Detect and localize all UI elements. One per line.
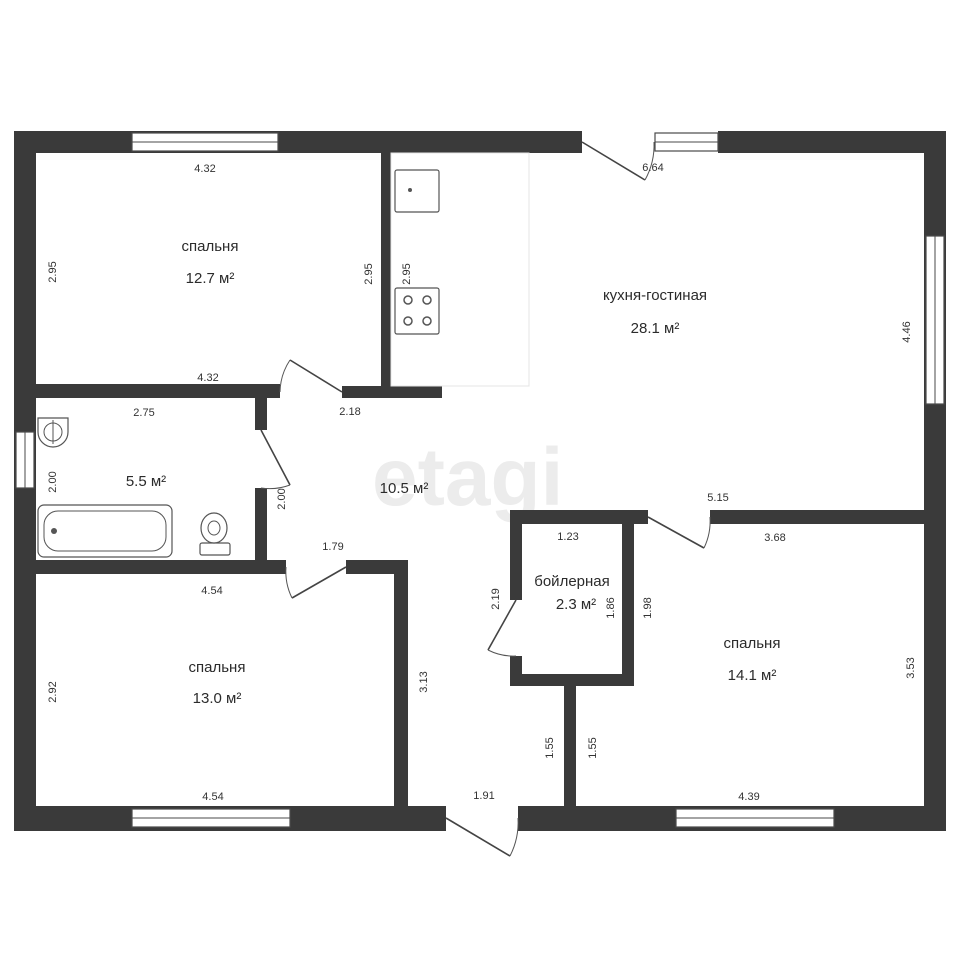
- dim-191: 1.91: [473, 790, 494, 802]
- dim-664: 6.64: [642, 162, 663, 174]
- dim-439: 4.39: [738, 791, 759, 803]
- room-area-bathroom: 5.5 м²: [126, 473, 166, 490]
- dim-155-left: 1.55: [544, 737, 556, 758]
- room-name-bedroom-bottom-left: спальня: [189, 659, 246, 676]
- room-labels: спальня 12.7 м² кухня-гостиная 28.1 м² 5…: [126, 238, 781, 707]
- kitchen-counter: [390, 152, 530, 387]
- room-name-boiler: бойлерная: [534, 573, 610, 590]
- room-area-bedroom-top-left: 12.7 м²: [186, 270, 235, 287]
- door-bathroom: [260, 429, 291, 490]
- window-top-left: [131, 132, 279, 152]
- kitchen-sink-icon: [394, 169, 440, 213]
- dim-123: 1.23: [557, 531, 578, 543]
- window-top-kitchen: [654, 132, 719, 152]
- dim-368: 3.68: [764, 532, 785, 544]
- dim-186: 1.86: [605, 597, 617, 618]
- dim-292: 2.92: [47, 681, 59, 702]
- dim-219: 2.19: [490, 588, 502, 609]
- room-name-kitchen-living: кухня-гостиная: [603, 287, 707, 304]
- dim-446: 4.46: [901, 321, 913, 342]
- stove-icon: [394, 287, 440, 335]
- dim-218: 2.18: [339, 406, 360, 418]
- dim-353: 3.53: [905, 657, 917, 678]
- dim-200-hall: 2.00: [276, 488, 288, 509]
- dim-454-top: 4.54: [201, 585, 222, 597]
- dim-200-bath: 2.00: [47, 471, 59, 492]
- washbasin-icon: [37, 417, 69, 448]
- room-area-kitchen-living: 28.1 м²: [631, 320, 680, 337]
- door-bedroom-top-left: [279, 359, 343, 393]
- window-bottom-right: [675, 808, 835, 828]
- fixtures: [37, 152, 530, 558]
- toilet-icon: [199, 512, 231, 556]
- room-name-bedroom-top-left: спальня: [182, 238, 239, 255]
- room-area-boiler: 2.3 м²: [556, 596, 596, 613]
- dim-515: 5.15: [707, 492, 728, 504]
- door-main-entrance: [445, 817, 519, 857]
- dim-275: 2.75: [133, 407, 154, 419]
- dim-155-right: 1.55: [587, 737, 599, 758]
- bathtub-icon: [37, 504, 173, 558]
- dimension-labels: 4.32 2.95 2.95 2.95 4.32 6.64 4.46 2.75 …: [47, 162, 917, 803]
- dim-295-left: 2.95: [47, 261, 59, 282]
- watermark-text: etagi: [372, 432, 563, 523]
- dim-295-kitchen: 2.95: [401, 263, 413, 284]
- dim-454-bottom: 4.54: [202, 791, 223, 803]
- window-left-bathroom: [15, 431, 35, 489]
- dim-179: 1.79: [322, 541, 343, 553]
- doors: [260, 141, 711, 857]
- dim-198: 1.98: [642, 597, 654, 618]
- dim-313: 3.13: [418, 671, 430, 692]
- windows: [15, 132, 945, 828]
- room-area-hall: 10.5 м²: [380, 480, 429, 497]
- dim-432-top: 4.32: [194, 163, 215, 175]
- door-entrance-top: [581, 141, 655, 181]
- dim-432-bottom: 4.32: [197, 372, 218, 384]
- room-name-bedroom-bottom-right: спальня: [724, 635, 781, 652]
- door-bedroom-bottom-left: [285, 566, 347, 599]
- interior-walls: [36, 153, 924, 806]
- room-area-bedroom-bottom-left: 13.0 м²: [193, 690, 242, 707]
- window-right-kitchen: [925, 235, 945, 405]
- room-area-bedroom-bottom-right: 14.1 м²: [728, 667, 777, 684]
- window-bottom-left: [131, 808, 291, 828]
- door-boiler: [487, 599, 517, 657]
- door-bedroom-bottom-right: [647, 516, 711, 549]
- dim-295-inner: 2.95: [363, 263, 375, 284]
